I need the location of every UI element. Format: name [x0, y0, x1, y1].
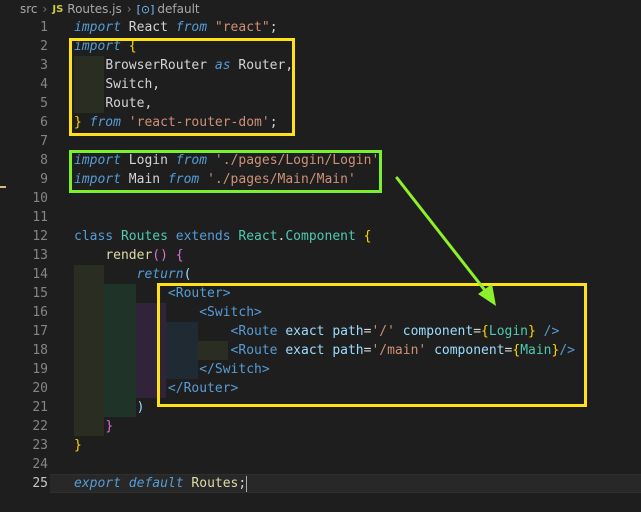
line-number: 21: [32, 400, 48, 415]
indent-guide: [136, 303, 166, 398]
code-line[interactable]: Route,: [105, 96, 153, 111]
line-number: 22: [32, 419, 48, 434]
indent-guide: [74, 265, 104, 436]
current-line-highlight: [50, 474, 641, 493]
code-line[interactable]: </Switch>: [199, 362, 270, 377]
line-number: 12: [32, 229, 48, 244]
code-line[interactable]: <Router>: [167, 286, 231, 301]
line-number: 11: [32, 210, 48, 225]
code-line[interactable]: return(: [136, 267, 192, 282]
code-line[interactable]: render() {: [105, 248, 184, 263]
line-number: 6: [40, 115, 48, 130]
code-line[interactable]: class Routes extends React.Component {: [74, 229, 372, 244]
code-line[interactable]: <Route exact path='/main' component={Mai…: [230, 343, 575, 358]
code-line[interactable]: Switch,: [105, 77, 161, 92]
line-number: 3: [40, 58, 48, 73]
line-number-current: 25: [32, 476, 48, 491]
code-line[interactable]: <Switch>: [199, 305, 262, 320]
code-line[interactable]: BrowserRouter as Router,: [105, 58, 294, 73]
line-number: 7: [40, 134, 48, 149]
line-number: 13: [32, 248, 48, 263]
code-line[interactable]: <Route exact path='/' component={Login} …: [230, 324, 560, 339]
breadcrumb-folder[interactable]: src: [20, 2, 38, 16]
gutter-change-marker: [0, 186, 6, 188]
indent-guide: [104, 284, 136, 417]
line-number: 14: [32, 267, 48, 282]
breadcrumb-symbol[interactable]: default: [157, 2, 200, 16]
import-pages-highlight-box: [69, 150, 382, 193]
line-number: 18: [32, 343, 48, 358]
line-number: 15: [32, 286, 48, 301]
line-number: 19: [32, 362, 48, 377]
code-line[interactable]: }: [105, 419, 114, 434]
chevron-right-icon: ›: [126, 2, 132, 16]
line-number: 2: [40, 39, 48, 54]
code-line[interactable]: export default Routes;: [74, 475, 248, 492]
indent-guide: [166, 322, 198, 379]
breadcrumb: src › JS Routes.js › [⊙] default: [0, 0, 641, 18]
line-number: 8: [40, 153, 48, 168]
indent-guide: [74, 56, 104, 113]
arrow-icon: [395, 176, 496, 306]
code-line[interactable]: ): [136, 400, 145, 415]
router-jsx-highlight-box: [157, 283, 587, 407]
javascript-file-icon: JS: [52, 3, 64, 15]
code-line[interactable]: import Login from './pages/Login/Login': [74, 153, 380, 168]
code-editor[interactable]: 1 2 3 4 5 6 7 8 9 10 11 12 13 14 15 16 1…: [0, 18, 641, 512]
line-number: 20: [32, 381, 48, 396]
code-line[interactable]: import React from "react";: [74, 20, 278, 35]
line-number: 17: [32, 324, 48, 339]
indent-guide: [198, 341, 228, 360]
line-number: 9: [40, 172, 48, 187]
code-line[interactable]: } from 'react-router-dom';: [74, 115, 278, 130]
text-cursor: [246, 475, 248, 492]
line-number: 1: [40, 20, 48, 35]
code-line[interactable]: import {: [74, 39, 137, 54]
chevron-right-icon: ›: [42, 2, 48, 16]
symbol-variable-icon: [⊙]: [136, 2, 155, 16]
import-router-highlight-box: [69, 38, 295, 136]
line-number: 4: [40, 77, 48, 92]
line-number: 16: [32, 305, 48, 320]
breadcrumb-file[interactable]: Routes.js: [67, 2, 122, 16]
line-number: 5: [40, 96, 48, 111]
line-number: 23: [32, 438, 48, 453]
line-number: 10: [32, 191, 48, 206]
code-line[interactable]: }: [74, 438, 82, 453]
code-line[interactable]: </Router>: [167, 381, 239, 396]
code-line[interactable]: import Main from './pages/Main/Main': [74, 172, 356, 187]
line-number: 24: [32, 457, 48, 472]
